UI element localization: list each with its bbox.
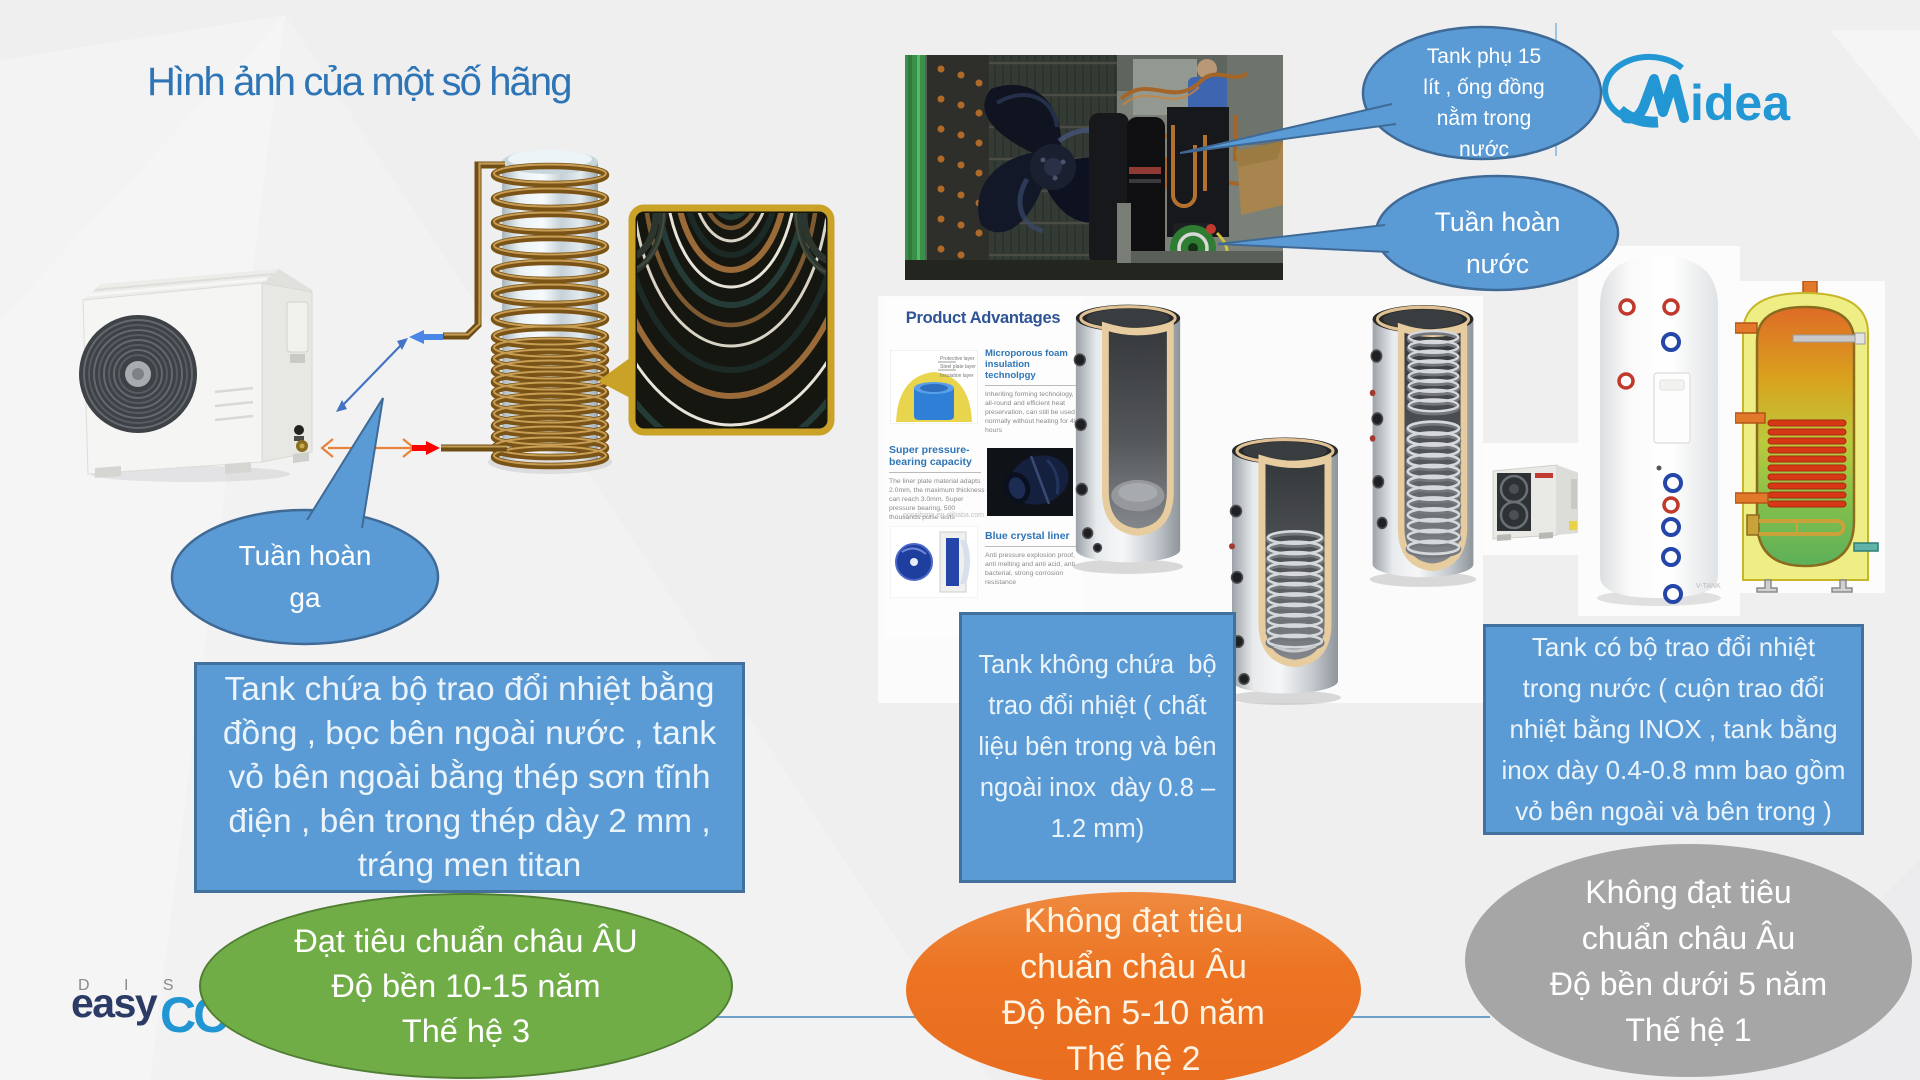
svg-text:idea: idea <box>1690 75 1791 131</box>
svg-text:V-TANK: V-TANK <box>1696 583 1721 590</box>
svg-text:Steel plate layer: Steel plate layer <box>940 364 976 370</box>
svg-text:Protective layer: Protective layer <box>940 356 975 362</box>
svg-text:Insulation layer: Insulation layer <box>940 373 974 379</box>
